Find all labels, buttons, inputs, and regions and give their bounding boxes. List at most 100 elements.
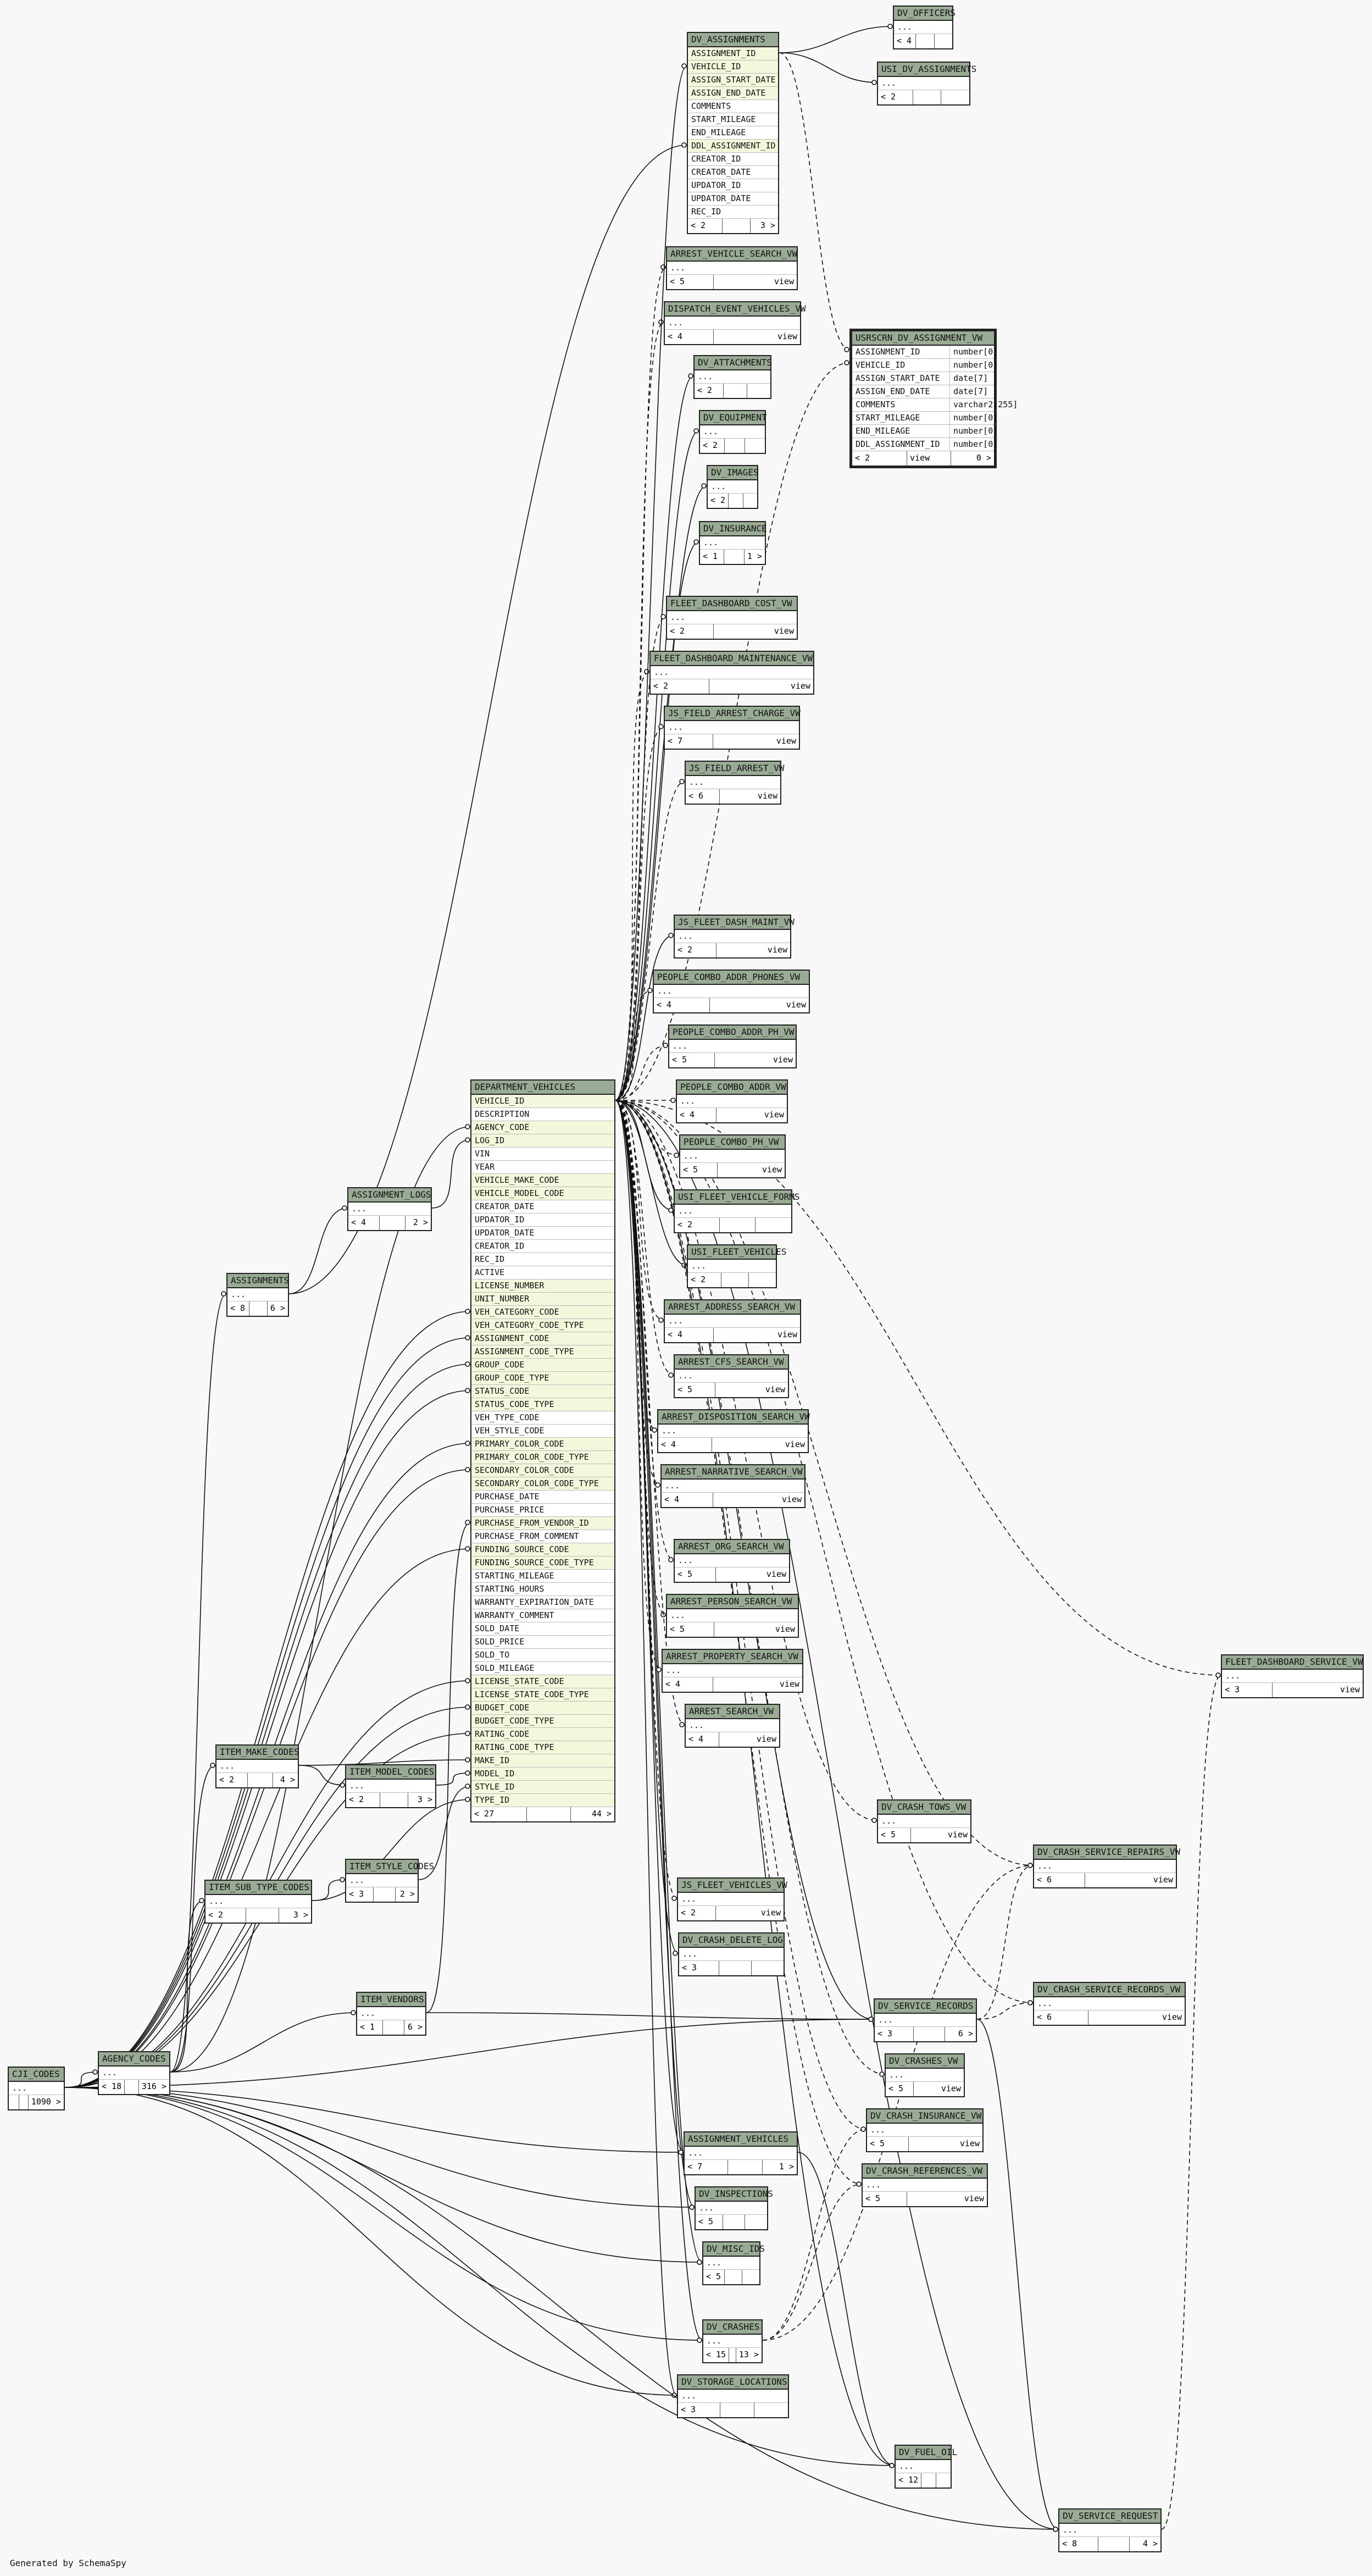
table-name[interactable]: ITEM_MAKE_CODES <box>216 1746 299 1760</box>
table-name[interactable]: DV_CRASH_SERVICE_RECORDS_VW <box>1034 1983 1185 1997</box>
table-name[interactable]: DEPARTMENT_VEHICLES <box>471 1081 614 1095</box>
table-name[interactable]: JS_FLEET_DASH_MAINT_VW <box>675 916 795 930</box>
table-name[interactable]: PEOPLE_COMBO_PH_VW <box>680 1135 785 1150</box>
table-name[interactable]: DV_STORAGE_LOCATIONS <box>678 2375 788 2390</box>
table-name[interactable]: PEOPLE_COMBO_ADDR_VW <box>677 1081 787 1095</box>
table-dv-images[interactable]: DV_IMAGES...< 2 <box>707 465 759 509</box>
table-name[interactable]: PEOPLE_COMBO_ADDR_PH_VW <box>669 1026 796 1040</box>
table-dv-attachments[interactable]: DV_ATTACHMENTS...< 2 <box>693 355 772 399</box>
table-name[interactable]: DV_EQUIPMENT <box>700 411 767 425</box>
table-name[interactable]: PEOPLE_COMBO_ADDR_PHONES_VW <box>654 971 809 985</box>
table-name[interactable]: FLEET_DASHBOARD_COST_VW <box>667 597 797 611</box>
table-usi-fleet-vehicles[interactable]: USI_FLEET_VEHICLES...< 2 <box>687 1244 786 1288</box>
table-name[interactable]: DV_CRASH_REFERENCES_VW <box>863 2164 987 2179</box>
table-dv-storage-locations[interactable]: DV_STORAGE_LOCATIONS...< 3 <box>677 2374 789 2418</box>
table-usi-dv-assignments[interactable]: USI_DV_ASSIGNMENTS...< 2 <box>877 62 976 106</box>
table-name[interactable]: ARREST_CFS_SEARCH_VW <box>675 1355 788 1370</box>
table-name[interactable]: ARREST_ADDRESS_SEARCH_VW <box>665 1300 800 1315</box>
table-dv-misc-ids[interactable]: DV_MISC_IDS...< 5 <box>702 2241 765 2285</box>
table-name[interactable]: DISPATCH_EVENT_VEHICLES_VW <box>665 302 806 317</box>
table-name[interactable]: ARREST_SEARCH_VW <box>686 1705 779 1719</box>
table-dv-equipment[interactable]: DV_EQUIPMENT...< 2 <box>699 410 767 454</box>
table-name[interactable]: ITEM_VENDORS <box>357 1993 425 2007</box>
table-name[interactable]: ARREST_DISPOSITION_SEARCH_VW <box>658 1410 810 1425</box>
table-name[interactable]: DV_ASSIGNMENTS <box>688 33 778 47</box>
table-name[interactable]: DV_INSURANCE <box>700 522 767 536</box>
table-name[interactable]: DV_FUEL_OIL <box>896 2446 957 2460</box>
table-name[interactable]: DV_IMAGES <box>708 466 759 480</box>
table-name[interactable]: DV_MISC_IDS <box>703 2242 765 2257</box>
table-name[interactable]: FLEET_DASHBOARD_SERVICE_VW <box>1222 1655 1363 1670</box>
table-name[interactable]: ASSIGNMENT_VEHICLES <box>685 2132 797 2147</box>
table-name[interactable]: DV_SERVICE_REQUEST <box>1059 2509 1160 2524</box>
table-name[interactable]: USI_DV_ASSIGNMENTS <box>878 63 976 77</box>
table-name[interactable]: ARREST_NARRATIVE_SEARCH_VW <box>662 1465 804 1480</box>
table-name[interactable]: DV_CRASHES_VW <box>886 2054 964 2069</box>
table-name[interactable]: ITEM_SUB_TYPE_CODES <box>205 1881 311 1895</box>
table-name[interactable]: ARREST_PERSON_SEARCH_VW <box>667 1595 798 1609</box>
table-name[interactable]: ITEM_STYLE_CODES <box>346 1860 434 1874</box>
table-name[interactable]: DV_CRASH_SERVICE_REPAIRS_VW <box>1034 1846 1180 1860</box>
table-name[interactable]: ASSIGNMENTS <box>227 1274 289 1288</box>
table-name[interactable]: DV_CRASHES <box>703 2320 762 2335</box>
table-name[interactable]: DV_CRASH_INSURANCE_VW <box>867 2109 982 2124</box>
table-dv-fuel-oil[interactable]: DV_FUEL_OIL...< 12 <box>895 2445 957 2489</box>
table-name[interactable]: JS_FLEET_VEHICLES_VW <box>678 1879 787 1893</box>
table-name[interactable]: ASSIGNMENT_LOGS <box>348 1188 431 1203</box>
table-name[interactable]: USI_FLEET_VEHICLE_FORMS <box>675 1190 800 1205</box>
table-name[interactable]: DV_ATTACHMENTS <box>695 356 772 370</box>
table-name[interactable]: DV_SERVICE_RECORDS <box>875 1999 976 2014</box>
table-cji-codes[interactable]: CJI_CODES...1090 > <box>8 2067 65 2110</box>
table-name[interactable]: CJI_CODES <box>9 2068 64 2082</box>
table-name[interactable]: JS_FIELD_ARREST_CHARGE_VW <box>665 707 801 721</box>
table-name[interactable]: DV_CRASH_TOWS_VW <box>878 1801 970 1815</box>
table-dv-inspections[interactable]: DV_INSPECTIONS...< 5 <box>695 2186 773 2230</box>
table-name[interactable]: ARREST_ORG_SEARCH_VW <box>675 1540 789 1554</box>
table-name[interactable]: DV_INSPECTIONS <box>696 2187 773 2202</box>
table-name[interactable]: ARREST_VEHICLE_SEARCH_VW <box>667 247 797 262</box>
table-name[interactable]: USI_FLEET_VEHICLES <box>688 1245 786 1260</box>
table-name[interactable]: DV_CRASH_DELETE_LOG <box>679 1934 784 1948</box>
table-name[interactable]: USRSCRN_DV_ASSIGNMENT_VW <box>852 331 994 346</box>
table-name[interactable]: AGENCY_CODES <box>99 2052 169 2067</box>
table-name[interactable]: FLEET_DASHBOARD_MAINTENANCE_VW <box>651 652 813 666</box>
